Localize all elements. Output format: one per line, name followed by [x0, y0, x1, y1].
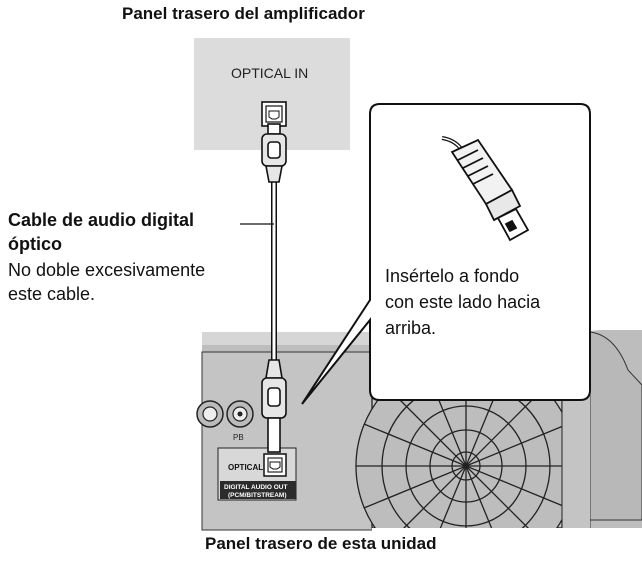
cable-label: Cable de audio digital óptico	[8, 208, 194, 256]
optical-in-port	[261, 101, 287, 127]
callout-plug-icon	[441, 136, 530, 242]
rca-jack-left	[196, 400, 224, 428]
top-plug	[261, 123, 287, 183]
cable-note: No doble excesivamente este cable.	[8, 258, 205, 306]
callout-text: Insértelo a fondo con este lado hacia ar…	[385, 263, 540, 341]
cable-label-line1: Cable de audio digital	[8, 210, 195, 230]
bottom-plug	[261, 359, 287, 453]
digital-audio-out-label: DIGITAL AUDIO OUT	[224, 484, 287, 491]
cable-label-line2: óptico	[8, 234, 62, 254]
cable-note-line2: este cable.	[8, 284, 96, 304]
optical-in-label: OPTICAL IN	[231, 65, 309, 81]
callout-bubble	[301, 103, 591, 405]
optical-out-label: OPTICAL	[228, 463, 263, 472]
pb-label: PB	[233, 433, 244, 442]
callout-line1: Insértelo a fondo	[385, 266, 520, 286]
digital-audio-out-badge	[220, 481, 296, 499]
callout-line2: con este lado hacia	[385, 292, 541, 312]
callout-line3: arriba.	[385, 318, 437, 338]
speaker-grille	[355, 355, 577, 564]
cable-note-line1: No doble excesivamente	[8, 260, 206, 280]
unit-panel-title: Panel trasero de esta unidad	[205, 534, 437, 553]
pcm-bitstream-label: (PCM/BITSTREAM)	[228, 492, 287, 499]
rca-jack-pb	[226, 400, 254, 428]
optical-out-port	[263, 453, 287, 477]
amplifier-panel-title: Panel trasero del amplificador	[122, 4, 365, 23]
